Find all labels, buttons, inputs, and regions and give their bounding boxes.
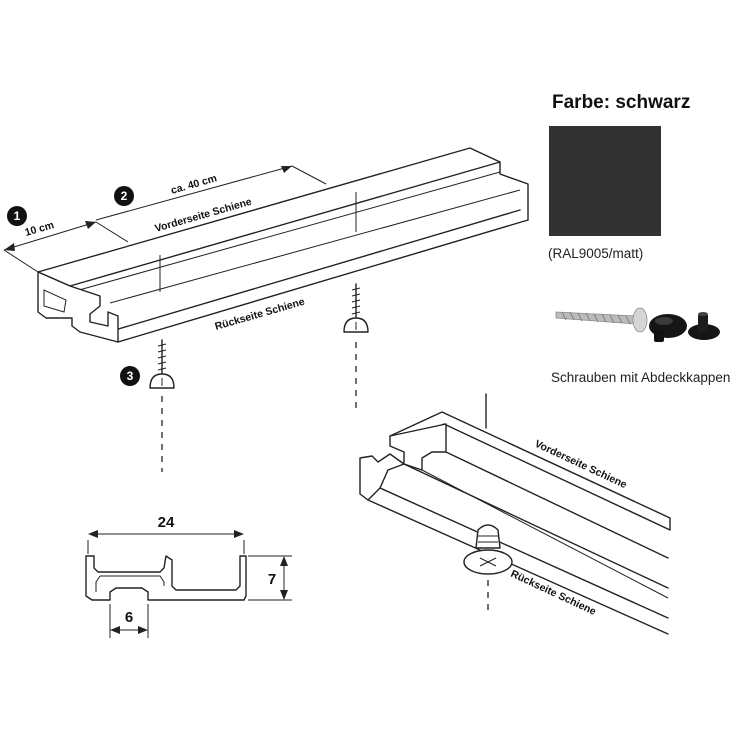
profile-shape — [85, 555, 247, 601]
screw-icon — [149, 339, 175, 472]
detail-rail: Vorderseite Schiene Rückseite Schiene — [359, 393, 671, 635]
screw-icon — [555, 307, 648, 333]
detail-back-label: Rückseite Schiene — [509, 568, 598, 618]
profile-section: 24 7 6 — [85, 514, 292, 638]
detail-end-upper — [389, 423, 447, 471]
svg-text:3: 3 — [127, 369, 134, 383]
svg-text:2: 2 — [121, 189, 128, 203]
profile-slot-label: 6 — [125, 609, 133, 626]
profile-height-label: 7 — [268, 571, 276, 588]
main-rail — [37, 147, 529, 343]
main-back-label: Rückseite Schiene — [214, 296, 307, 333]
detail-end-lower — [359, 453, 405, 501]
rail-end-profile — [37, 271, 119, 343]
step-marker-1: 1 — [7, 206, 27, 226]
rail-groove — [71, 171, 501, 293]
step-marker-3: 3 — [120, 366, 140, 386]
rail-mid-edge — [114, 209, 521, 331]
rail-groove-2 — [109, 189, 521, 304]
color-title: Farbe: schwarz — [552, 92, 691, 113]
cover-cap-icon — [688, 312, 720, 340]
cover-cap-icon — [649, 314, 687, 342]
screw-icon — [463, 524, 513, 575]
rail-end-inner — [43, 289, 67, 313]
profile-width-label: 24 — [158, 514, 175, 531]
step-marker-2: 2 — [114, 186, 134, 206]
accessory-caption: Schrauben mit Abdeckkappen — [551, 370, 731, 385]
dimension-10cm: 10 cm — [3, 219, 129, 273]
accessory-photo — [555, 307, 720, 342]
rail-bottom-edge — [117, 219, 529, 343]
color-code: (RAL9005/matt) — [548, 246, 644, 261]
rail-right-edge — [499, 161, 529, 221]
color-swatch — [549, 126, 661, 236]
svg-text:1: 1 — [14, 209, 21, 223]
screw-icon — [343, 283, 369, 410]
